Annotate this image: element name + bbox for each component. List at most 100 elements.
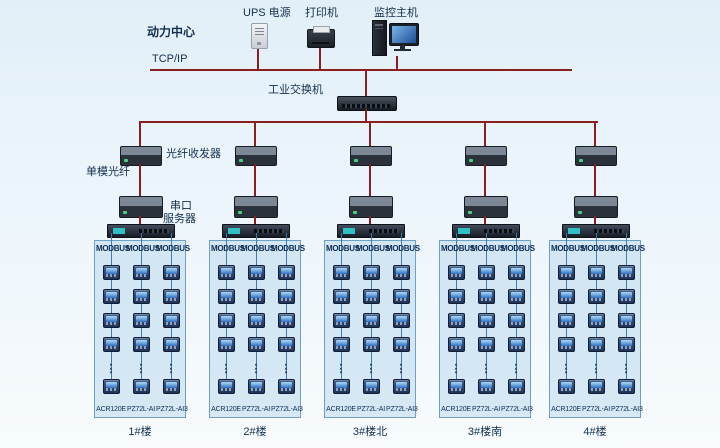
printer-icon	[307, 26, 335, 48]
power-meter-icon	[247, 265, 265, 280]
power-meter-icon	[507, 265, 525, 280]
power-meter-icon	[617, 265, 635, 280]
serial-server-label-line1: 串口	[170, 200, 192, 212]
modbus-bus-line	[171, 233, 172, 385]
fiber-drop-line	[139, 121, 141, 146]
power-meter-icon	[102, 289, 120, 304]
meter-stack: ⋮	[241, 265, 271, 394]
fiber-link-line	[594, 164, 596, 196]
meter-panel: MODBUS ⋮ ACR120E MODBUS	[94, 233, 190, 418]
meter-stack: ⋮	[386, 265, 416, 394]
meter-panel: MODBUS ⋮ ACR120E MODBUS	[549, 233, 645, 418]
meter-model-label: PZ72L-AI	[127, 406, 155, 413]
power-meter-icon	[362, 265, 380, 280]
power-meter-icon	[332, 289, 350, 304]
transceiver-led	[353, 211, 357, 214]
building-label: 2#楼	[243, 426, 267, 438]
modbus-label: MODBUS	[326, 244, 360, 253]
transceiver-led	[354, 159, 358, 162]
meter-column: MODBUS ⋮ PZ72L-AI	[471, 233, 505, 417]
transceiver-led	[123, 211, 127, 214]
host-link-line	[396, 56, 398, 69]
power-meter-icon	[587, 337, 605, 352]
modbus-bus-line	[371, 233, 372, 385]
continuation-dots: ⋮	[510, 363, 522, 375]
transceiver-led	[468, 211, 472, 214]
power-meter-icon	[447, 289, 465, 304]
power-meter-icon	[102, 379, 120, 394]
meter-stack: ⋮	[356, 265, 386, 394]
modbus-bus-line	[626, 233, 627, 385]
meter-model-label: PZ72L-AI3	[271, 406, 303, 413]
power-meter-icon	[217, 265, 235, 280]
power-meter-icon	[217, 313, 235, 328]
meter-column: MODBUS ⋮ PZ72L-AI3	[156, 233, 190, 417]
meter-stack: ⋮	[326, 265, 356, 394]
transceiver-led	[124, 159, 128, 162]
power-meter-icon	[477, 337, 495, 352]
power-meter-icon	[392, 313, 410, 328]
fiber-drop-line	[484, 121, 486, 146]
server-link-line	[254, 216, 256, 224]
power-meter-icon	[277, 313, 295, 328]
meter-stack: ⋮	[471, 265, 501, 394]
power-meter-icon	[277, 379, 295, 394]
printer-label: 打印机	[305, 7, 338, 19]
modbus-label: MODBUS	[471, 244, 505, 253]
power-meter-icon	[217, 289, 235, 304]
power-meter-icon	[162, 337, 180, 352]
transceiver-led	[238, 211, 242, 214]
host-monitor-icon	[389, 23, 419, 46]
power-meter-icon	[587, 265, 605, 280]
meter-column: MODBUS ⋮ PZ72L-AI3	[611, 233, 645, 417]
meter-model-label: ACR120E	[551, 406, 581, 413]
power-meter-icon	[617, 337, 635, 352]
fiber-link-line	[139, 164, 141, 196]
power-meter-icon	[587, 379, 605, 394]
power-meter-icon	[332, 265, 350, 280]
meter-panel: MODBUS ⋮ ACR120E MODBUS	[324, 233, 420, 418]
power-meter-icon	[132, 289, 150, 304]
building-group: MODBUS ⋮ ACR120E MODBUS	[549, 121, 645, 438]
continuation-dots: ⋮	[450, 363, 462, 375]
modbus-label: MODBUS	[156, 244, 190, 253]
meter-column: MODBUS ⋮ PZ72L-AI	[126, 233, 160, 417]
power-meter-icon	[557, 265, 575, 280]
power-meter-icon	[477, 289, 495, 304]
building-label: 3#楼北	[352, 426, 388, 438]
modbus-bus-line	[226, 233, 227, 385]
power-meter-icon	[507, 379, 525, 394]
meter-column: MODBUS ⋮ PZ72L-AI3	[271, 233, 305, 417]
ups-icon	[251, 23, 268, 49]
meter-stack: ⋮	[581, 265, 611, 394]
fiber-transceiver-icon	[235, 146, 277, 166]
meter-column: MODBUS ⋮ PZ72L-AI	[241, 233, 275, 417]
meter-stack: ⋮	[551, 265, 581, 394]
power-meter-icon	[277, 289, 295, 304]
ups-label: UPS 电源	[243, 7, 291, 19]
meter-model-label: ACR120E	[326, 406, 356, 413]
power-meter-icon	[557, 337, 575, 352]
continuation-dots: ⋮	[220, 363, 232, 375]
modbus-label: MODBUS	[551, 244, 585, 253]
fiber-transceiver-icon	[465, 146, 507, 166]
continuation-dots: ⋮	[250, 363, 262, 375]
continuation-dots: ⋮	[335, 363, 347, 375]
power-center-label: 动力中心	[147, 25, 196, 39]
fiber-transceiver-label: 光纤收发器	[166, 148, 221, 160]
continuation-dots: ⋮	[395, 363, 407, 375]
power-meter-icon	[277, 265, 295, 280]
meter-panel: MODBUS ⋮ ACR120E MODBUS	[439, 233, 535, 418]
tcpip-bus-line	[150, 69, 572, 71]
fiber-drop-line	[369, 121, 371, 146]
meter-stack: ⋮	[611, 265, 641, 394]
power-meter-icon	[247, 313, 265, 328]
meter-column: MODBUS ⋮ PZ72L-AI3	[386, 233, 420, 417]
meter-model-label: PZ72L-AI	[357, 406, 385, 413]
distribution-bus-line	[139, 121, 598, 123]
fiber-transceiver-icon	[120, 146, 162, 166]
modbus-label: MODBUS	[126, 244, 160, 253]
power-meter-icon	[332, 313, 350, 328]
modbus-bus-line	[401, 233, 402, 385]
power-meter-icon	[132, 265, 150, 280]
